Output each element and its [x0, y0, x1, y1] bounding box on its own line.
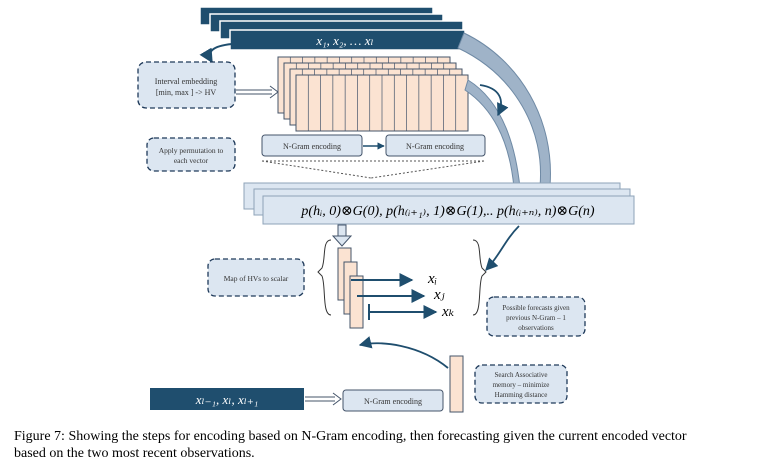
curved-arrow-to-stack — [358, 336, 449, 369]
right-brace — [472, 239, 487, 316]
big-curved-arrow-outer — [457, 32, 562, 199]
permutation-line-1: Apply permutation to — [159, 146, 224, 155]
dotted-funnel — [261, 160, 485, 179]
output-xj: xⱼ — [433, 287, 445, 303]
interval-embedding-line-2: [min, max ] -> HV — [156, 88, 217, 97]
figure-caption: Figure 7: Showing the steps for encoding… — [14, 428, 766, 462]
recent-sequence-label: xₗ₋₁, xₗ, xₗ₊₁ — [195, 392, 259, 407]
svg-text:N-Gram encoding: N-Gram encoding — [283, 142, 341, 151]
permutation-line-2: each vector — [174, 156, 209, 165]
svg-text:Possible forecasts given: Possible forecasts given — [502, 304, 570, 312]
svg-text:observations: observations — [518, 324, 554, 332]
hypervector-grid — [277, 56, 469, 132]
input-sequence-label: x₁, x₂, … xₗ — [315, 33, 373, 48]
caption-line-1: Figure 7: Showing the steps for encoding… — [14, 429, 687, 444]
ngram-encoding-right: N-Gram encoding — [385, 134, 486, 157]
input-sequence-stack: x₁, x₂, … xₗ — [199, 6, 466, 51]
caption-line-2: based on the two most recent observation… — [14, 446, 255, 461]
svg-text:previous N-Gram – 1: previous N-Gram – 1 — [506, 314, 566, 322]
permutation-note: Apply permutation to each vector — [146, 137, 236, 172]
double-arrow-head — [269, 85, 279, 99]
ngram-formula-stack: p(hᵢ, 0)⊗G(0), p(h₍ᵢ₊₁₎, 1)⊗G(1),.. p(h₍… — [243, 182, 635, 225]
curved-arrow-to-embedding — [199, 43, 233, 64]
interval-embedding-line-1: Interval embedding — [155, 77, 217, 86]
curved-arrow-to-brace — [485, 225, 520, 271]
map-note: Map of HVs to scalar — [207, 258, 305, 297]
small-curved-arrow-grid — [479, 84, 509, 117]
ngram-formula: p(hᵢ, 0)⊗G(0), p(h₍ᵢ₊₁₎, 1)⊗G(1),.. p(h₍… — [300, 204, 595, 219]
search-note: Search Associative memory – minimize Ham… — [474, 364, 568, 404]
svg-text:N-Gram encoding: N-Gram encoding — [406, 142, 464, 151]
output-xi: xᵢ — [427, 271, 437, 287]
svg-text:memory – minimize: memory – minimize — [493, 381, 550, 389]
svg-text:Map of HVs to scalar: Map of HVs to scalar — [224, 274, 289, 283]
query-hypervector — [449, 355, 464, 413]
recent-sequence: xₗ₋₁, xₗ, xₗ₊₁ — [150, 388, 304, 410]
forecasts-note: Possible forecasts given previous N-Gram… — [486, 296, 586, 337]
bottom-double-head — [332, 392, 342, 406]
down-arrow-to-map — [331, 224, 353, 247]
vertical-hv-stack — [337, 247, 364, 329]
left-brace — [317, 239, 332, 316]
svg-text:Search Associative: Search Associative — [494, 371, 547, 379]
ngram-encoding-left: N-Gram encoding — [261, 134, 363, 157]
svg-text:N-Gram encoding: N-Gram encoding — [364, 397, 422, 406]
output-xk: xₖ — [441, 304, 455, 320]
svg-text:Hamming distance: Hamming distance — [495, 391, 548, 399]
interval-embedding-note: Interval embedding [min, max ] -> HV — [137, 61, 236, 109]
ngram-encoding-bottom: N-Gram encoding — [342, 389, 444, 412]
